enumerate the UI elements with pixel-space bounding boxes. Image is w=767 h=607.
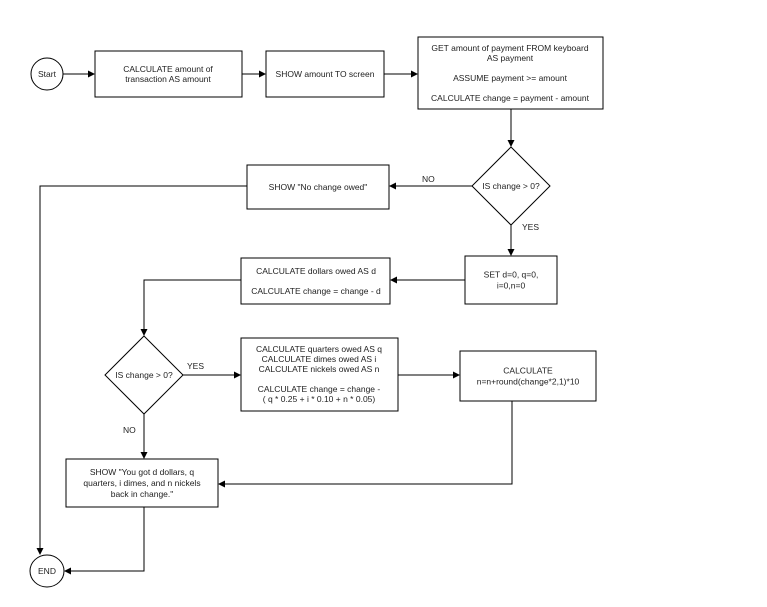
arrow-show-result-to-end xyxy=(70,507,145,572)
calc-coins-line: CALCULATE change = change - xyxy=(258,384,381,394)
calc-n-line: n=n+round(change*2,1)*10 xyxy=(477,377,580,387)
arrowhead xyxy=(453,371,460,379)
show-amount-label: SHOW amount TO screen xyxy=(276,69,375,79)
show-result-line: back in change." xyxy=(111,489,174,499)
arrowhead xyxy=(36,548,44,555)
calc-amount-line: transaction AS amount xyxy=(125,74,211,84)
calc-dollars-line: CALCULATE dollars owed AS d xyxy=(256,266,376,276)
calc-n-box xyxy=(459,350,597,402)
arrowhead xyxy=(218,480,225,488)
arrowhead xyxy=(259,70,266,78)
decision-change-2-label: IS change > 0? xyxy=(115,370,173,380)
get-payment-line: CALCULATE change = payment - amount xyxy=(431,93,590,103)
end-line: END xyxy=(38,566,56,576)
get-payment-line: GET amount of payment FROM keyboard xyxy=(431,43,588,53)
calc-amount-line: CALCULATE amount of xyxy=(123,64,213,74)
arrowhead xyxy=(64,567,71,575)
arrowhead xyxy=(390,276,397,284)
calc-coins-line: CALCULATE quarters owed AS q xyxy=(256,344,382,354)
edge-label-yes-2: YES xyxy=(187,361,204,371)
arrow-calc-n-to-show-result xyxy=(224,401,513,485)
decision-change-1-line: IS change > 0? xyxy=(482,181,540,191)
set-vars-line: i=0,n=0 xyxy=(497,281,526,291)
calc-coins-line: CALCULATE dimes owed AS i xyxy=(262,354,377,364)
decision-change-2-line: IS change > 0? xyxy=(115,370,173,380)
show-result-line: quarters, i dimes, and n nickels xyxy=(83,478,200,488)
end-label: END xyxy=(38,566,56,576)
edge-label-yes-1: YES xyxy=(522,222,539,232)
arrowhead xyxy=(507,249,515,256)
calc-coins-line: ( q * 0.25 + i * 0.10 + n * 0.05) xyxy=(263,394,376,404)
start-label: Start xyxy=(38,69,57,79)
set-vars-line: SET d=0, q=0, xyxy=(484,270,539,280)
show-amount-line: SHOW amount TO screen xyxy=(276,69,375,79)
arrow-calc-dollars-to-decision-2 xyxy=(143,279,241,330)
decision-change-1-label: IS change > 0? xyxy=(482,181,540,191)
show-amount-box xyxy=(265,50,385,98)
calc-coins-line: CALCULATE nickels owed AS n xyxy=(259,364,380,374)
arrowhead xyxy=(507,140,515,147)
show-no-change-label: SHOW "No change owed" xyxy=(269,182,368,192)
start-line: Start xyxy=(38,69,57,79)
set-vars-label: SET d=0, q=0,i=0,n=0 xyxy=(484,270,539,291)
arrowhead xyxy=(140,329,148,336)
arrow-no-change-to-end xyxy=(39,185,247,549)
edge-label-no-1: NO xyxy=(422,174,435,184)
arrowhead xyxy=(234,371,241,379)
calc-n-line: CALCULATE xyxy=(503,366,553,376)
arrowhead xyxy=(140,452,148,459)
arrowhead xyxy=(389,182,396,190)
calc-amount-box xyxy=(94,50,243,98)
show-no-change-line: SHOW "No change owed" xyxy=(269,182,368,192)
get-payment-box xyxy=(417,36,604,110)
calc-dollars-label: CALCULATE dollars owed AS d CALCULATE cha… xyxy=(251,266,381,296)
get-payment-line: ASSUME payment >= amount xyxy=(453,73,568,83)
show-result-line: SHOW "You got d dollars, q xyxy=(90,467,195,477)
edge-label-no-2: NO xyxy=(123,425,136,435)
arrowhead xyxy=(411,70,418,78)
show-result-box xyxy=(65,458,219,508)
arrowhead xyxy=(88,70,95,78)
show-no-change-box xyxy=(246,164,390,210)
calc-dollars-box xyxy=(240,257,391,305)
calc-dollars-line: CALCULATE change = change - d xyxy=(251,286,381,296)
get-payment-line: AS payment xyxy=(487,53,534,63)
